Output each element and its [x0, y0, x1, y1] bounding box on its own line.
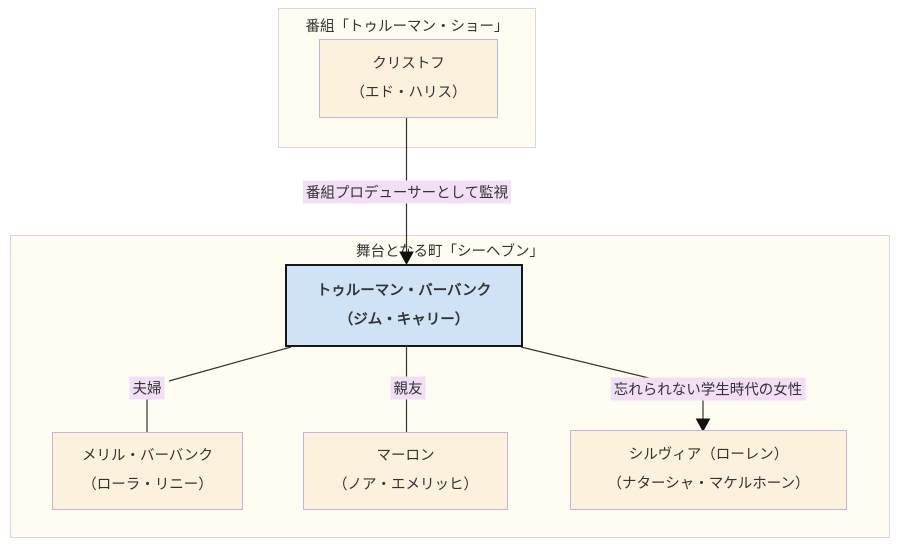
node-marlon: マーロン （ノア・エメリッヒ） — [303, 432, 508, 510]
cluster-show-label: 番組「トゥルーマン・ショー」 — [305, 19, 509, 35]
edge-label-producer-watch: 番組プロデューサーとして監視 — [302, 180, 512, 204]
node-sylvia-actor: （ナターシャ・マケルホーン） — [607, 476, 810, 492]
edge-label-wife: 夫婦 — [129, 376, 165, 400]
node-meryl-name: メリル・バーバンク — [81, 448, 214, 464]
node-truman: トゥルーマン・バーバンク （ジム・キャリー） — [285, 264, 523, 347]
edge-label-best-friend: 親友 — [390, 376, 426, 400]
node-truman-actor: （ジム・キャリー） — [338, 311, 470, 328]
node-marlon-name: マーロン — [376, 448, 435, 464]
edge-label-unforgettable: 忘れられない学生時代の女性 — [610, 377, 806, 401]
node-christof-actor: （エド・ハリス） — [350, 84, 467, 101]
cluster-town-label: 舞台となる町「シーヘブン」 — [355, 244, 545, 260]
node-christof: クリストフ （エド・ハリス） — [319, 39, 498, 118]
node-truman-name: トゥルーマン・バーバンク — [316, 282, 492, 299]
node-sylvia: シルヴィア（ローレン） （ナターシャ・マケルホーン） — [570, 430, 847, 510]
node-meryl: メリル・バーバンク （ローラ・リニー） — [52, 432, 243, 510]
node-christof-name: クリストフ — [372, 55, 445, 72]
node-marlon-actor: （ノア・エメリッヒ） — [333, 477, 478, 493]
node-meryl-actor: （ローラ・リニー） — [82, 477, 213, 493]
node-sylvia-name: シルヴィア（ローレン） — [628, 447, 789, 463]
